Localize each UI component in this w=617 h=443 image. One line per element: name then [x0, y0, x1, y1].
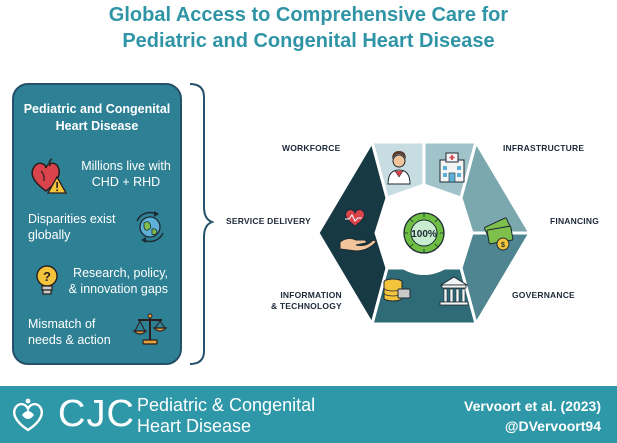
center-label: 100%	[411, 229, 437, 240]
panel-heading: Pediatric and Congenital Heart Disease	[14, 101, 180, 135]
author-handle[interactable]: @DVervoort94	[504, 418, 601, 434]
label-information-line-1: INFORMATION	[280, 290, 342, 300]
item-gaps: Research, policy, & innovation gaps	[66, 265, 168, 297]
svg-text:?: ?	[43, 269, 51, 284]
label-infrastructure: INFRASTRUCTURE	[503, 143, 585, 153]
item-text: CHD + RHD	[91, 175, 161, 189]
journal-name-line-2: Heart Disease	[137, 416, 252, 436]
title-line-2: Pediatric and Congenital Heart Disease	[122, 30, 495, 52]
bracket-divider	[189, 83, 214, 365]
citation-text: Vervoort et al. (2023)	[464, 398, 601, 414]
scales-icon	[132, 313, 168, 345]
heart-warning-icon	[31, 158, 68, 194]
label-information-line-2: & TECHNOLOGY	[271, 301, 342, 311]
item-text: globally	[28, 228, 71, 242]
segment-service-delivery	[316, 138, 389, 328]
panel-heading-line-2: Heart Disease	[55, 119, 139, 133]
page-title: Global Access to Comprehensive Care for …	[0, 2, 617, 54]
label-service-delivery: SERVICE DELIVERY	[226, 216, 311, 226]
label-information-technology: INFORMATION & TECHNOLOGY	[271, 290, 342, 312]
government-building-icon	[439, 276, 469, 306]
panel-heading-line-1: Pediatric and Congenital	[23, 102, 171, 116]
item-text: Research, policy,	[73, 266, 168, 280]
item-text: Mismatch of	[28, 317, 96, 331]
label-workforce: WORKFORCE	[282, 143, 341, 153]
hospital-icon	[439, 152, 465, 183]
title-line-1: Global Access to Comprehensive Care for	[108, 4, 509, 26]
item-text: Disparities exist	[28, 212, 116, 226]
item-text: Millions live with	[81, 159, 171, 173]
journal-logo-icon	[13, 398, 43, 432]
label-governance: GOVERNANCE	[512, 290, 575, 300]
globe-icon	[136, 211, 164, 243]
segment-financing	[459, 138, 533, 235]
item-mismatch: Mismatch of needs & action	[28, 316, 111, 348]
svg-text:$: $	[501, 242, 505, 249]
health-system-diagram: 100% $	[316, 138, 533, 328]
footer-banner: CJC Pediatric & Congenital Heart Disease…	[0, 386, 617, 443]
disease-summary-panel: Pediatric and Congenital Heart Disease M…	[12, 83, 182, 365]
item-text: & innovation gaps	[68, 282, 168, 296]
label-financing: FINANCING	[550, 216, 600, 226]
lightbulb-question-icon: ?	[36, 265, 58, 295]
money-icon: $	[483, 217, 514, 251]
hand-heart-icon	[339, 209, 377, 252]
doctor-icon	[387, 151, 411, 185]
database-icon	[383, 278, 411, 302]
item-text: needs & action	[28, 333, 111, 347]
item-disparities: Disparities exist globally	[28, 211, 116, 243]
journal-logo-text: CJC	[58, 393, 135, 435]
journal-name-line-1: Pediatric & Congenital	[137, 395, 316, 415]
item-chd-rhd: Millions live with CHD + RHD	[74, 158, 178, 190]
